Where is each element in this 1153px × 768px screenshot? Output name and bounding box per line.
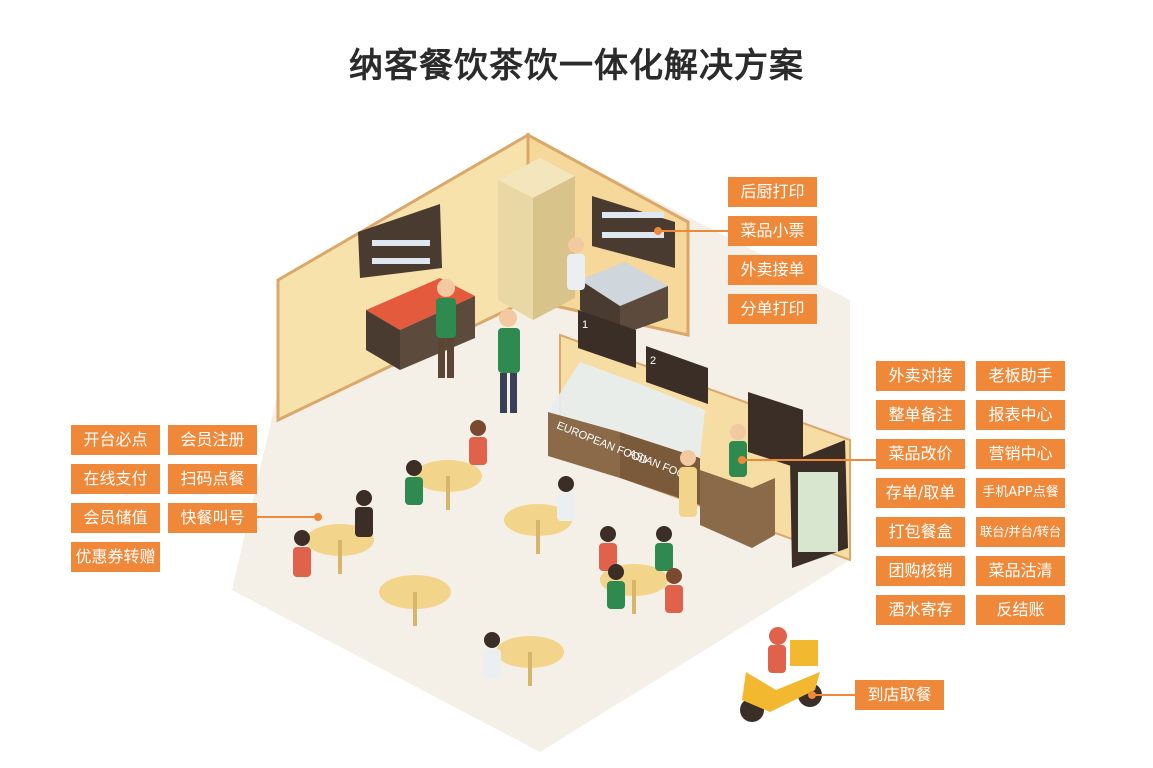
diner-figure — [405, 460, 423, 505]
tag-reverse-checkout[interactable]: 反结账 — [976, 595, 1065, 625]
wall-shelf-icon — [592, 196, 675, 268]
fridge-icon — [498, 158, 575, 320]
diner-figure — [469, 420, 487, 465]
tag-open-table-must-order[interactable]: 开台必点 — [71, 425, 160, 455]
chef-figure — [436, 279, 456, 378]
tag-online-payment[interactable]: 在线支付 — [71, 464, 160, 494]
tag-fast-food-calling[interactable]: 快餐叫号 — [168, 503, 257, 533]
diner-figure — [355, 490, 373, 537]
svg-text:2: 2 — [650, 355, 656, 367]
delivery-scooter-icon — [740, 627, 822, 722]
diner-figure — [483, 632, 501, 679]
tag-takeaway-box[interactable]: 打包餐盒 — [876, 517, 965, 547]
chef-figure — [567, 237, 585, 290]
wall-shelf-icon — [358, 204, 442, 278]
cashier-figure — [729, 424, 747, 477]
tag-mobile-app-ordering[interactable]: 手机APP点餐 — [976, 478, 1065, 508]
diner-figure — [607, 564, 625, 609]
tag-join-merge-transfer-table[interactable]: 联台/并台/转台 — [976, 517, 1065, 547]
drinks-fridge-icon — [790, 440, 848, 568]
tag-scan-to-order[interactable]: 扫码点餐 — [168, 464, 257, 494]
tag-split-printing[interactable]: 分单打印 — [728, 294, 817, 324]
menu-board-2: 2 — [646, 346, 708, 404]
svg-text:1: 1 — [582, 319, 588, 331]
diner-figure — [557, 476, 575, 521]
tag-group-buy-redemption[interactable]: 团购核销 — [876, 556, 965, 586]
dining-table — [414, 460, 482, 510]
tag-dish-price-change[interactable]: 菜品改价 — [876, 439, 965, 469]
tag-wine-storage[interactable]: 酒水寄存 — [876, 595, 965, 625]
diner-figure — [655, 526, 673, 571]
tag-report-center[interactable]: 报表中心 — [976, 400, 1065, 430]
tag-boss-assistant[interactable]: 老板助手 — [976, 361, 1065, 391]
diner-figure — [293, 530, 311, 577]
tag-order-notes[interactable]: 整单备注 — [876, 400, 965, 430]
tag-takeout-orders[interactable]: 外卖接单 — [728, 255, 817, 285]
tag-member-registration[interactable]: 会员注册 — [168, 425, 257, 455]
dining-table — [379, 575, 451, 626]
tag-coupon-transfer[interactable]: 优惠券转赠 — [71, 542, 160, 572]
tag-takeout-integration[interactable]: 外卖对接 — [876, 361, 965, 391]
tag-save-retrieve-order[interactable]: 存单/取单 — [876, 478, 965, 508]
connector-lines — [256, 227, 876, 699]
chef-figure — [498, 309, 520, 413]
food-counter: EUROPEAN FOOD ASIAN FOOD — [548, 362, 705, 505]
diner-figure — [665, 568, 683, 613]
dining-table — [504, 504, 572, 554]
customer-figure — [679, 450, 697, 517]
tag-in-store-pickup[interactable]: 到店取餐 — [855, 680, 944, 710]
menu-board-1: 1 — [578, 310, 636, 368]
cashier-counter — [700, 392, 803, 548]
diner-figure — [599, 526, 617, 571]
dining-table — [496, 636, 564, 686]
tag-dish-sold-out[interactable]: 菜品沽清 — [976, 556, 1065, 586]
tag-member-stored-value[interactable]: 会员储值 — [71, 503, 160, 533]
tag-dish-ticket[interactable]: 菜品小票 — [728, 216, 817, 246]
tag-marketing-center[interactable]: 营销中心 — [976, 439, 1065, 469]
tag-kitchen-printing[interactable]: 后厨打印 — [728, 177, 817, 207]
page-title: 纳客餐饮茶饮一体化解决方案 — [349, 46, 804, 86]
